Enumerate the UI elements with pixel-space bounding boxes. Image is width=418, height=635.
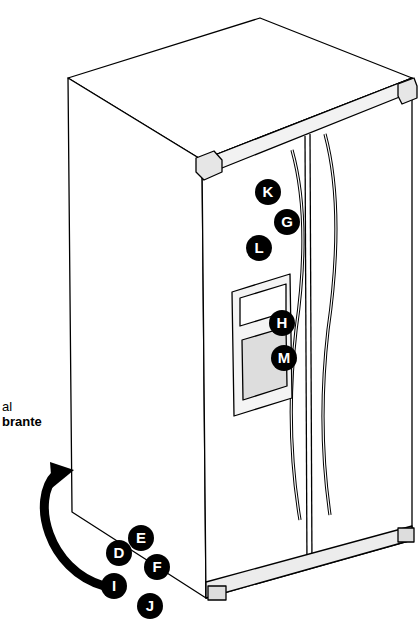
caption-fragment: brante xyxy=(2,414,42,429)
callout-letter: L xyxy=(246,235,272,261)
callout-letter: H xyxy=(269,310,295,336)
callout-letter: I xyxy=(101,573,127,599)
callout-letter: G xyxy=(274,209,300,235)
callout-letter: M xyxy=(271,345,297,371)
callout-letter: E xyxy=(128,525,154,551)
callout-letter: F xyxy=(144,554,170,580)
callout-letter: K xyxy=(255,179,281,205)
caption-fragment: al xyxy=(2,399,12,414)
callout-letter: D xyxy=(106,540,132,566)
callout-letter: J xyxy=(137,593,163,619)
